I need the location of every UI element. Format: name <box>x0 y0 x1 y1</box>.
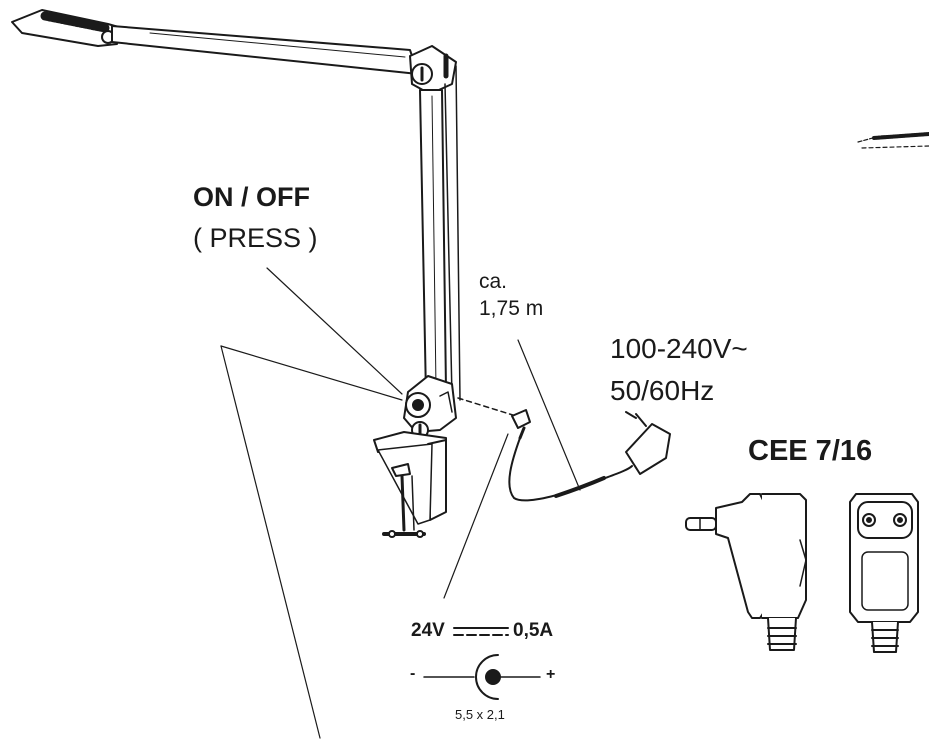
power-adapter-small <box>625 411 671 475</box>
leader-line-cable <box>517 339 581 491</box>
frequency-label: 50/60Hz <box>610 375 715 406</box>
connection-dashed-line <box>457 397 517 417</box>
connector-size-label: 5,5 x 2,1 <box>455 707 505 722</box>
on-off-label: ON / OFF <box>193 182 310 212</box>
lamp-base-joint <box>403 375 457 439</box>
cable-length-label: 1,75 m <box>479 297 544 320</box>
adapter-front-view <box>849 493 919 653</box>
lamp-head-small-rotated <box>857 132 929 149</box>
lamp-upper-arm <box>111 25 419 75</box>
polarity-minus-label: - <box>410 665 416 682</box>
leader-line-dc <box>443 433 509 599</box>
dc-symbol-icon <box>453 627 509 636</box>
adapter-side-view <box>685 493 807 651</box>
table-clamp <box>373 431 447 538</box>
press-label: ( PRESS ) <box>193 223 318 253</box>
dc-plug-cable <box>508 409 633 502</box>
lamp-head <box>11 9 123 47</box>
polarity-plus-label: + <box>546 666 556 683</box>
leader-line-onoff <box>266 267 403 395</box>
lamp-vertical-arm <box>419 65 461 401</box>
lamp-elbow-joint <box>409 45 457 95</box>
input-voltage-label: 100-240V~ <box>610 333 748 364</box>
plug-standard-label: CEE 7/16 <box>748 435 873 467</box>
output-voltage-label: 24V <box>411 620 445 641</box>
polarity-icon <box>423 654 541 700</box>
leader-line-base <box>220 345 321 739</box>
output-current-label: 0,5A <box>513 620 554 641</box>
cable-ca-label: ca. <box>479 270 508 293</box>
leader-line-switch <box>220 345 403 401</box>
